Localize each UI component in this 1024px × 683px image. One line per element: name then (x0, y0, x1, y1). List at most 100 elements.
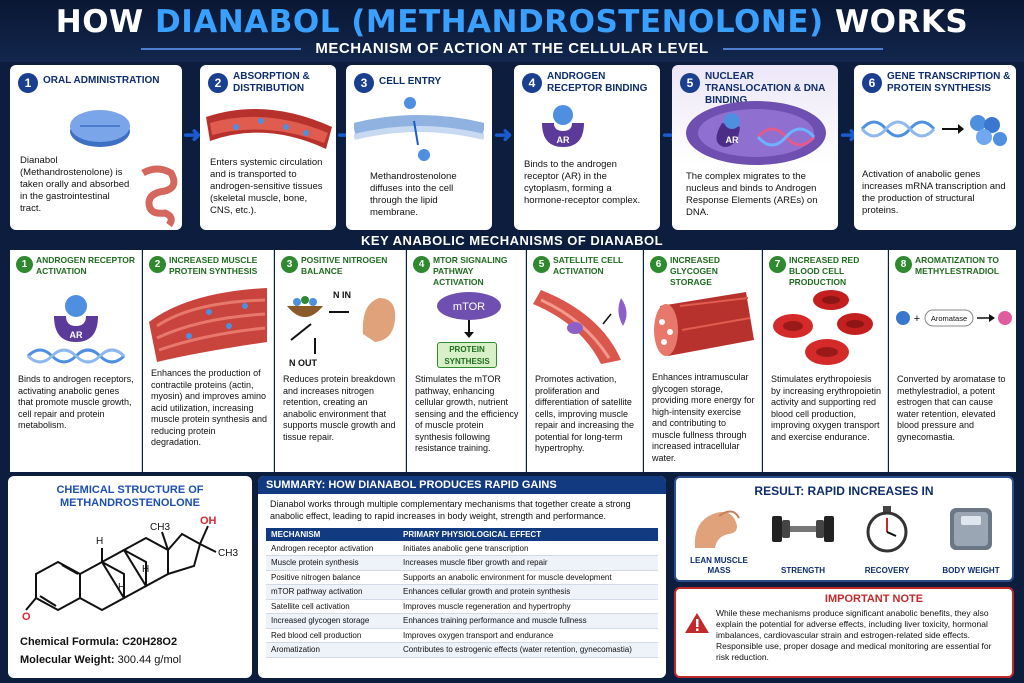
step-description: The complex migrates to the nucleus and … (686, 171, 818, 218)
svg-text:O: O (22, 611, 31, 623)
page-subtitle: MECHANISM OF ACTION AT THE CELLULAR LEVE… (0, 40, 1024, 57)
step-card-4: 4 ANDROGEN RECEPTOR BINDING AR Binds to … (514, 65, 660, 230)
mechanism-description: Binds to androgen receptors, activating … (18, 374, 134, 430)
result-label: RECOVERY (864, 566, 910, 575)
result-item-recovery: RECOVERY (848, 502, 926, 578)
step-number: 6 (862, 73, 882, 93)
mechanism-card-8: 8 AROMATIZATION TO METHYLESTRADIOL + Aro… (889, 250, 1016, 472)
table-cell: Positive nitrogen balance (266, 570, 398, 585)
important-note-heading: IMPORTANT NOTE (824, 593, 924, 605)
dumbbell-icon (772, 516, 834, 542)
mechanism-card-4: 4 MTOR SIGNALING PATHWAY ACTIVATION mTOR… (407, 250, 526, 472)
svg-text:AR: AR (726, 135, 739, 145)
arrow-right-icon: ➜ (183, 122, 202, 147)
cell-membrane-icon (354, 97, 484, 161)
chemical-structure-panel: CHEMICAL STRUCTURE OF METHANDROSTENOLONE… (8, 476, 252, 678)
mechanisms-heading: KEY ANABOLIC MECHANISMS OF DIANABOL (360, 233, 664, 248)
result-panel: RESULT: RAPID INCREASES IN LEAN MUSCLE M… (674, 476, 1014, 582)
svg-text:OH: OH (200, 515, 217, 527)
svg-text:AR: AR (70, 330, 83, 340)
arrow-right-icon: ➜ (840, 122, 859, 147)
chemical-formula: Chemical Formula: C20H28O2 (20, 636, 178, 648)
mechanism-card-6: 6 INCREASED GLYCOGEN STORAGE Enhances in… (644, 250, 762, 472)
table-cell: Androgen receptor activation (266, 541, 398, 556)
pill-icon (70, 110, 130, 147)
blood-vessel-icon (206, 109, 332, 149)
step-description: Binds to the androgen receptor (AR) in t… (524, 159, 641, 206)
step-card-1: 1 ORAL ADMINISTRATION Dianabol (Methandr… (10, 65, 182, 230)
mechanism-number: 4 (413, 256, 430, 273)
step-card-3: 3 CELL ENTRY Methandrostenolone diffuses… (346, 65, 492, 230)
mechanism-card-7: 7 INCREASED RED BLOOD CELL PRODUCTION St… (763, 250, 888, 472)
satellite-cell-icon (533, 290, 627, 364)
svg-text:+: + (914, 313, 920, 325)
receptor-dna-icon: AR (26, 295, 126, 364)
table-cell: Improves oxygen transport and endurance (398, 628, 658, 643)
step-card-2: 2 ABSORPTION & DISTRIBUTION Enters syste… (200, 65, 336, 230)
red-blood-cells-icon (773, 290, 873, 365)
mechanism-title: INCREASED MUSCLE PROTEIN SYNTHESIS (169, 255, 258, 276)
table-cell: Red blood cell production (266, 628, 398, 643)
step-description: Enters systemic circulation and is trans… (210, 157, 323, 216)
svg-text:N OUT: N OUT (289, 358, 318, 368)
androgen-receptor-icon: AR (542, 105, 584, 147)
result-item-body-weight: BODY WEIGHT (932, 502, 1010, 578)
mechanism-description: Promotes activation, proliferation and d… (535, 374, 635, 453)
mechanism-description: Stimulates erythropoiesis by increasing … (771, 374, 882, 442)
mechanism-title: MTOR SIGNALING PATHWAY ACTIVATION (433, 255, 508, 287)
svg-text:CH3: CH3 (218, 548, 238, 559)
aromatase-conversion-icon: + Aromatase (896, 309, 1012, 327)
result-label: LEAN MUSCLE MASS (690, 556, 748, 575)
svg-text:Aromatase: Aromatase (931, 314, 967, 323)
result-item-lean-muscle: LEAN MUSCLE MASS (680, 502, 758, 578)
svg-text:mTOR: mTOR (453, 301, 485, 313)
table-cell: Enhances cellular growth and protein syn… (398, 584, 658, 600)
table-cell: Increases muscle fiber growth and repair (398, 555, 658, 571)
mechanism-number: 3 (281, 256, 298, 273)
mechanism-description: Enhances intramuscular glycogen storage,… (652, 372, 755, 463)
arrow-right-icon: ➜ (494, 122, 513, 147)
table-cell: Increased glycogen storage (266, 613, 398, 629)
step-description: Methandrostenolone diffuses into the cel… (370, 171, 457, 218)
step-title: ORAL ADMINISTRATION (43, 75, 160, 86)
flexed-arm-icon (694, 510, 740, 548)
step-description: Activation of anabolic genes increases m… (862, 169, 1006, 216)
step-number: 4 (522, 73, 542, 93)
mechanism-title: INCREASED RED BLOOD CELL PRODUCTION (789, 255, 860, 287)
mechanism-card-3: 3 POSITIVE NITROGEN BALANCE N IN N OUT R… (275, 250, 406, 472)
step-title: NUCLEAR TRANSLOCATION & DNA BINDING (705, 71, 825, 106)
step-title: CELL ENTRY (379, 76, 442, 87)
mechanism-number: 6 (650, 256, 667, 273)
mechanism-card-2: 2 INCREASED MUSCLE PROTEIN SYNTHESIS Enh… (143, 250, 274, 472)
step-card-6: 6 GENE TRANSCRIPTION & PROTEIN SYNTHESIS… (854, 65, 1016, 230)
step-title: GENE TRANSCRIPTION & PROTEIN SYNTHESIS (887, 71, 1011, 94)
svg-text:CH3: CH3 (150, 522, 170, 533)
mtor-pathway-icon: mTOR (437, 292, 501, 338)
mechanism-number: 1 (16, 256, 33, 273)
result-item-strength: STRENGTH (764, 502, 842, 578)
mechanism-description: Reduces protein breakdown and increases … (283, 374, 396, 442)
nucleus-icon: AR (686, 101, 826, 165)
dna-to-protein-icon (860, 115, 1007, 146)
chemical-structure-title: CHEMICAL STRUCTURE OF METHANDROSTENOLONE (56, 484, 204, 509)
mechanism-title: ANDROGEN RECEPTOR ACTIVATION (36, 255, 136, 276)
mechanism-number: 8 (895, 256, 912, 273)
summary-heading: SUMMARY: HOW DIANABOL PRODUCES RAPID GAI… (258, 476, 666, 494)
mechanism-description: Enhances the production of contractile p… (151, 368, 268, 447)
mechanism-number: 2 (149, 256, 166, 273)
table-cell: Contributes to estrogenic effects (water… (398, 642, 658, 658)
important-note-text: While these mechanisms produce significa… (716, 608, 992, 662)
table-header-cell: PRIMARY PHYSIOLOGICAL EFFECT (398, 528, 658, 541)
table-header-cell: MECHANISM (266, 528, 398, 541)
table-cell: Muscle protein synthesis (266, 555, 398, 571)
svg-text:AR: AR (557, 135, 570, 145)
muscle-fiber-icon (149, 288, 267, 362)
molecular-weight: Molecular Weight: 300.44 g/mol (20, 654, 182, 666)
stopwatch-icon (866, 506, 908, 553)
step-number: 1 (18, 73, 38, 93)
